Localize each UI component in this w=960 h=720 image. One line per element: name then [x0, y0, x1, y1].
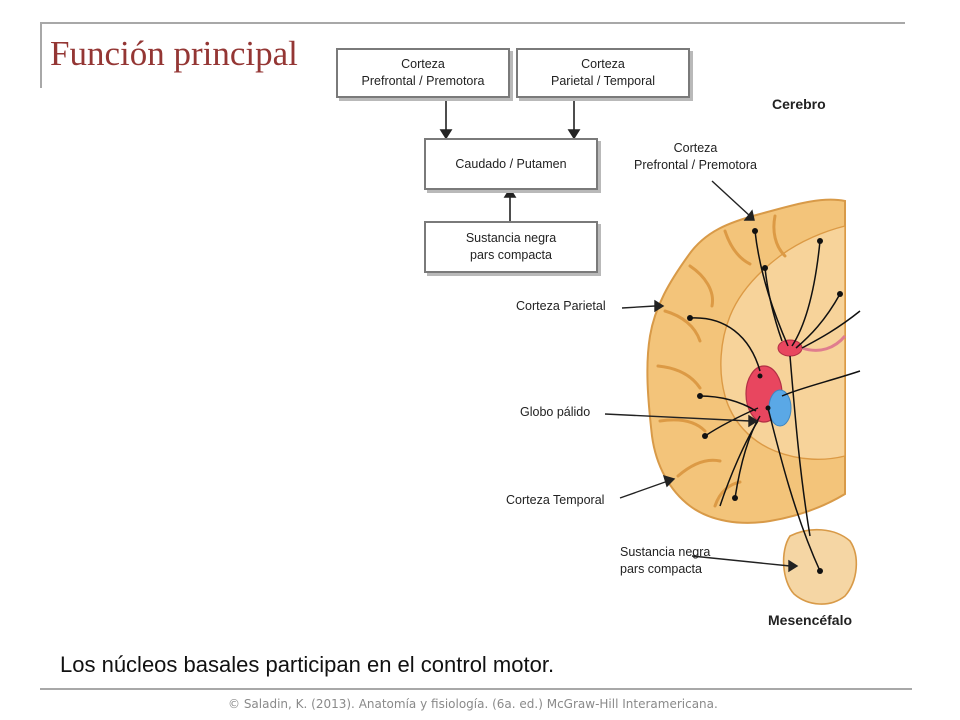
credit-text: © Saladin, K. (2013). Anatomía y fisiolo… — [228, 697, 718, 711]
slide-caption: Los núcleos basales participan en el con… — [60, 652, 555, 677]
label-prefrontal: Corteza Prefrontal / Premotora — [634, 141, 757, 172]
slide-frame-left — [40, 22, 42, 88]
flow-box-prefrontal: Corteza Prefrontal / Premotora — [336, 48, 510, 98]
flowchart-arrows — [439, 98, 581, 221]
basal-ganglia-figure: Corteza Prefrontal / Premotora Corteza P… — [320, 36, 880, 636]
label-arrows — [604, 180, 799, 573]
slide-frame-top — [40, 22, 905, 24]
brain-illustration — [439, 98, 861, 605]
pathway-nodes — [687, 228, 843, 574]
slide-title: Función principal — [50, 34, 298, 73]
flow-box-sustancia: Sustancia negra pars compacta — [424, 221, 598, 273]
pathway-lines — [689, 230, 861, 572]
label-cerebro: Cerebro — [772, 96, 826, 112]
label-globo: Globo pálido — [520, 405, 591, 419]
label-mesencefalo: Mesencéfalo — [768, 612, 853, 628]
label-sustancia: Sustancia negra pars compacta — [620, 545, 711, 576]
bottom-rule — [40, 688, 912, 690]
flow-box-parietal: Corteza Parietal / Temporal — [516, 48, 690, 98]
flow-box-caudado: Caudado / Putamen — [424, 138, 598, 190]
label-temporal: Corteza Temporal — [506, 493, 605, 507]
label-parietal: Corteza Parietal — [516, 299, 606, 313]
